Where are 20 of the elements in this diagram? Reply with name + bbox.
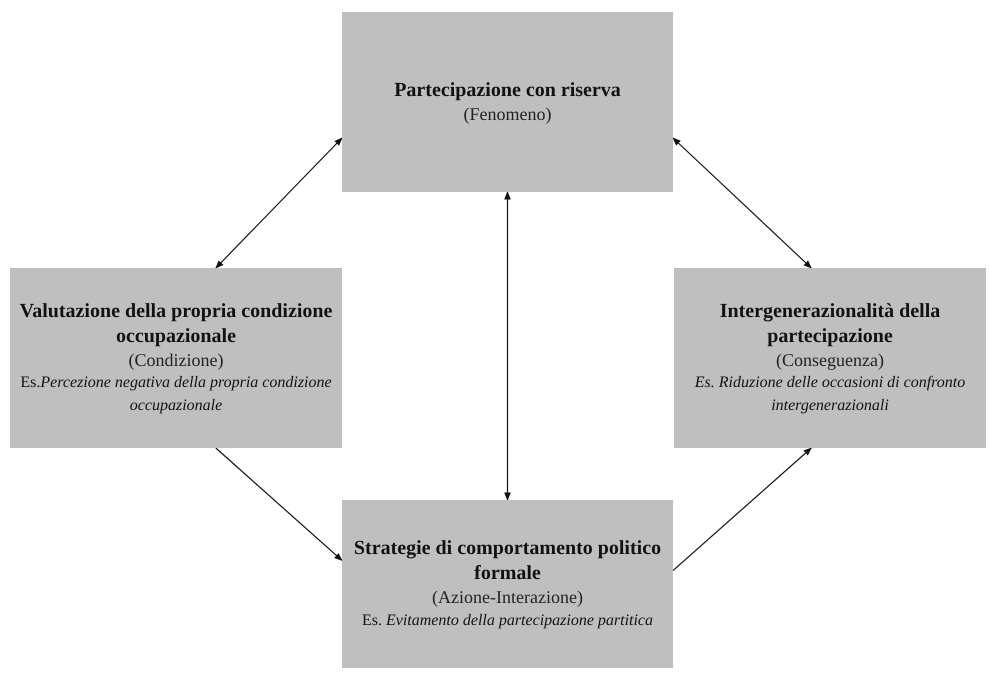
- concept-title: Intergenerazionalità della partecipazione: [718, 298, 942, 349]
- category-label: (Conseguenza): [776, 348, 884, 372]
- concept-title: Valutazione della propria condizione occupazionale: [18, 298, 334, 349]
- concept-box: [342, 12, 673, 192]
- concept-box: [342, 500, 673, 668]
- arrow: [504, 191, 511, 501]
- concept-title: Strategie di comportamento politico formale: [352, 536, 662, 586]
- example-text: Es.Percezione negativa della propria condizione occupazionale: [19, 373, 333, 416]
- example-text: Es. Riduzione delle occasioni di confronto intergenerazionali: [694, 373, 966, 416]
- concept-box: [10, 268, 342, 448]
- concept-title: Partecipazione con riserva: [394, 78, 621, 103]
- category-label: (Fenomeno): [464, 102, 552, 126]
- arrow: [215, 448, 343, 562]
- arrow: [215, 137, 343, 269]
- category-label: (Azione-Interazione): [432, 586, 583, 610]
- arrow: [672, 137, 812, 269]
- category-label: (Condizione): [128, 348, 224, 372]
- arrow: [672, 447, 812, 571]
- example-text: Es. Evitamento della partecipazione partitica: [362, 610, 654, 630]
- concept-box: [674, 268, 986, 448]
